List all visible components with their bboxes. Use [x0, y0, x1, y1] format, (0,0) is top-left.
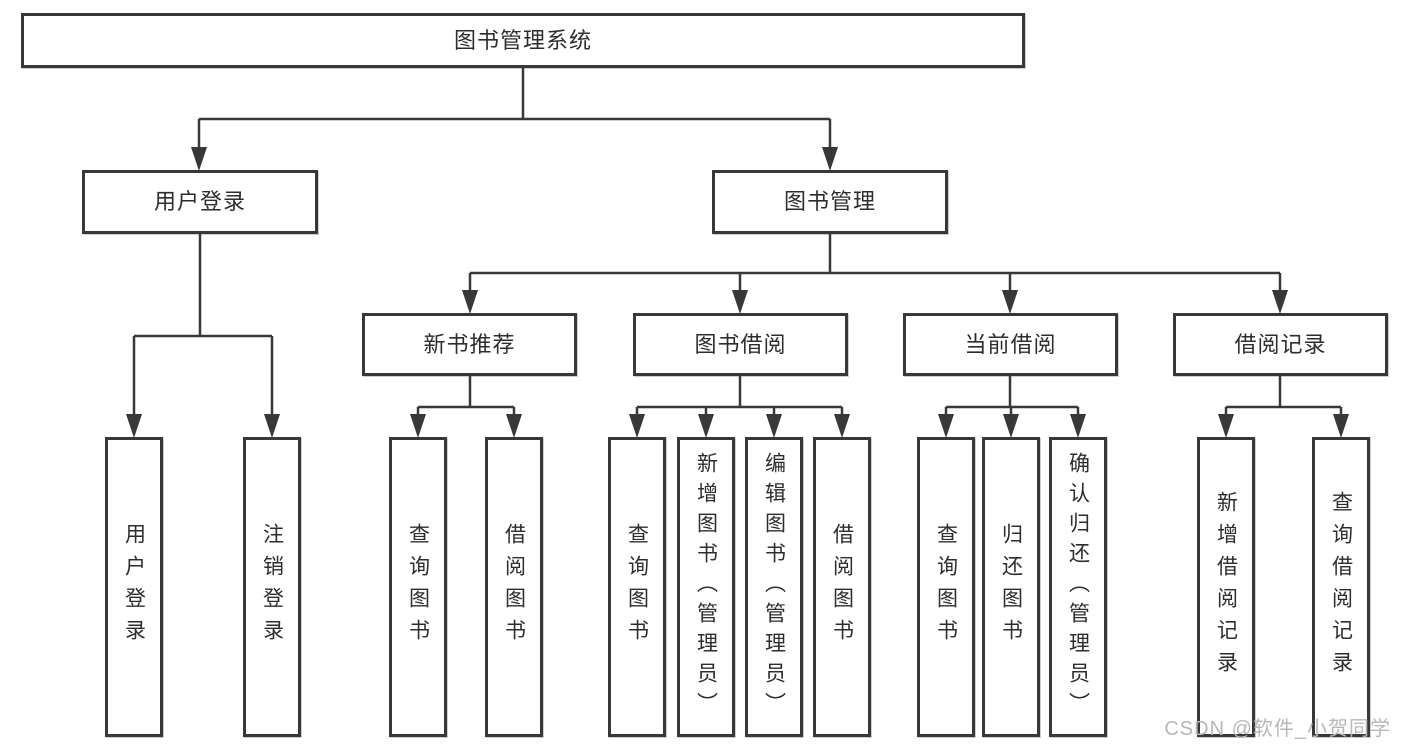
node-new-book-recommendation: 新书推荐: [362, 313, 577, 376]
node-user-login-leaf: 用户登录: [105, 437, 163, 737]
node-borrow-books-leaf: 借阅图书: [813, 437, 871, 737]
node-add-books-admin: 新增图书（管理员）: [677, 437, 735, 737]
node-query-borrow-record: 查询借阅记录: [1312, 437, 1370, 737]
node-library-management-system: 图书管理系统: [21, 13, 1025, 68]
node-confirm-return-admin: 确认归还（管理员）: [1049, 437, 1107, 737]
node-query-books-recommend: 查询图书: [389, 437, 447, 737]
node-query-books-current: 查询图书: [917, 437, 975, 737]
node-logout: 注销登录: [243, 437, 301, 737]
node-borrowing-records: 借阅记录: [1173, 313, 1388, 376]
node-query-books-borrowing: 查询图书: [608, 437, 666, 737]
node-book-borrowing: 图书借阅: [633, 313, 848, 376]
node-current-borrowing: 当前借阅: [903, 313, 1118, 376]
node-return-books: 归还图书: [982, 437, 1040, 737]
node-add-borrow-record: 新增借阅记录: [1197, 437, 1255, 737]
node-borrow-books-recommend: 借阅图书: [485, 437, 543, 737]
node-book-management: 图书管理: [712, 170, 948, 234]
watermark: CSDN @软件_小贺同学: [1164, 718, 1391, 740]
node-edit-books-admin: 编辑图书（管理员）: [745, 437, 803, 737]
node-user-login: 用户登录: [82, 170, 318, 234]
